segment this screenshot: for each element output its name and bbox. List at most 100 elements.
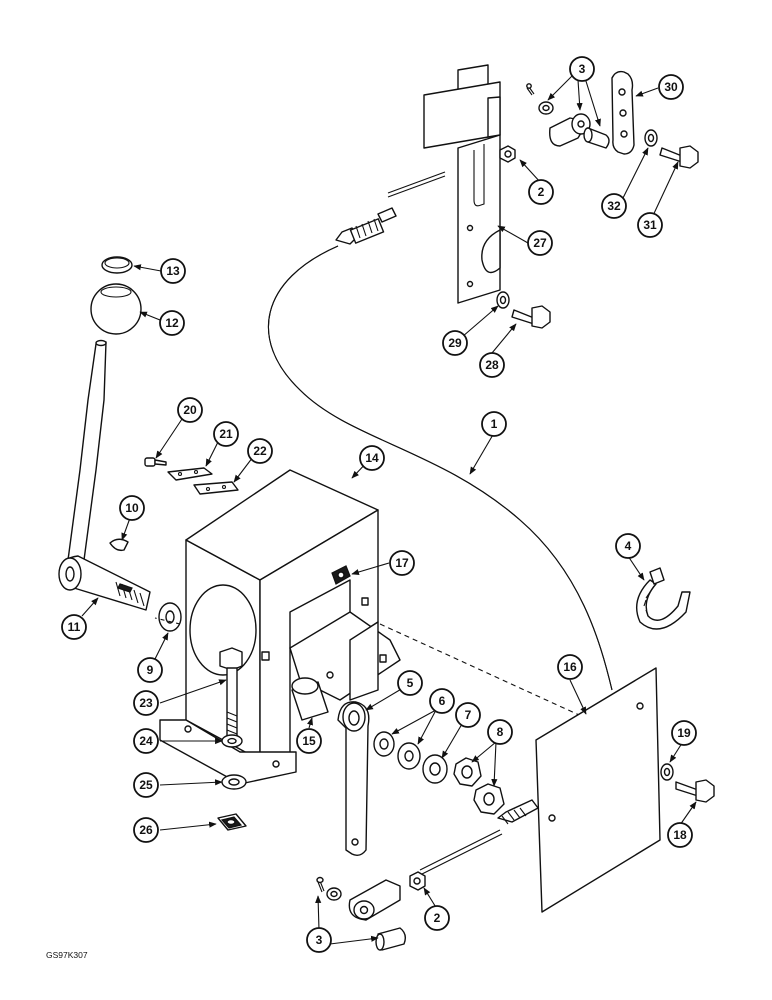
svg-text:10: 10 [125,501,139,515]
svg-text:23: 23 [139,696,153,710]
svg-text:3: 3 [316,933,323,947]
nut-bottom [409,871,426,891]
callout-25: 25 [133,772,159,798]
svg-text:20: 20 [183,403,197,417]
callout-1: 1 [481,411,507,437]
svg-text:5: 5 [407,676,414,690]
callout-11: 11 [61,614,87,640]
washer-6b [397,742,421,770]
svg-text:13: 13 [166,264,180,278]
callout-10: 10 [119,495,145,521]
nut-top [499,145,516,163]
woodruff-key [109,538,129,552]
callout-2-bottom: 2 [424,905,450,931]
callout-13: 13 [160,258,186,284]
callout-21: 21 [213,421,239,447]
callout-14: 14 [359,445,385,471]
screw-20 [144,457,167,467]
callout-16: 16 [557,654,583,680]
alignment-lines [154,617,591,721]
svg-text:12: 12 [165,316,179,330]
gear-lever [58,339,151,611]
nut-8a [453,757,482,787]
bolt-28 [511,305,551,329]
svg-text:29: 29 [448,336,462,350]
callout-23: 23 [133,690,159,716]
svg-text:1: 1 [491,417,498,431]
lever-arm [337,701,370,857]
clevis-assembly-top [526,83,610,149]
callout-2: 2 [528,179,554,205]
nut-8b [473,783,505,815]
svg-text:27: 27 [533,236,547,250]
callout-27: 27 [527,230,553,256]
callout-12: 12 [159,310,185,336]
callout-7: 7 [455,702,481,728]
svg-text:14: 14 [365,451,379,465]
cage-nut-26 [217,813,247,831]
svg-text:19: 19 [677,726,691,740]
callout-8: 8 [487,719,513,745]
svg-text:32: 32 [607,199,621,213]
callout-9: 9 [137,657,163,683]
clip-21 [167,467,213,481]
callout-30: 30 [658,74,684,100]
callout-3-bottom: 3 [306,927,332,953]
washer-6a [373,731,395,757]
callout-31: 31 [637,212,663,238]
lever-housing [159,469,401,785]
svg-text:11: 11 [68,620,81,634]
washer-29 [496,291,510,309]
washer-25 [221,774,247,790]
callout-32: 32 [601,193,627,219]
washer-9 [158,602,182,632]
bushing [291,677,329,721]
cover-plate [535,667,661,913]
svg-text:17: 17 [395,556,409,570]
callout-4: 4 [615,533,641,559]
control-cable [267,171,613,875]
washer-32 [644,129,658,147]
callout-5: 5 [397,670,423,696]
callout-29: 29 [442,330,468,356]
callout-20: 20 [177,397,203,423]
svg-text:26: 26 [139,823,153,837]
callout-19: 19 [671,720,697,746]
callout-3: 3 [569,56,595,82]
clip-22 [193,481,239,495]
link-plate [611,70,635,155]
svg-text:2: 2 [538,185,545,199]
svg-text:8: 8 [497,725,504,739]
washer-24 [221,734,243,748]
svg-text:18: 18 [673,828,687,842]
svg-text:4: 4 [625,539,632,553]
svg-text:16: 16 [563,660,577,674]
drawing-code: GS97K307 [46,950,88,960]
washer-7 [422,754,448,784]
cable-tie [636,567,691,630]
svg-text:9: 9 [147,663,154,677]
svg-text:22: 22 [253,444,267,458]
svg-text:7: 7 [465,708,472,722]
svg-text:21: 21 [219,427,233,441]
callout-15: 15 [296,728,322,754]
callout-6: 6 [429,688,455,714]
clevis-assembly-bottom [316,876,407,951]
callout-24: 24 [133,728,159,754]
svg-text:30: 30 [664,80,678,94]
bolt-31 [659,145,699,169]
knob-ball [90,283,142,335]
callout-18: 18 [667,822,693,848]
svg-text:15: 15 [302,734,316,748]
svg-text:25: 25 [139,778,153,792]
callout-26: 26 [133,817,159,843]
callout-17: 17 [389,550,415,576]
svg-text:2: 2 [434,911,441,925]
knob-cap [101,256,133,274]
svg-text:24: 24 [139,734,153,748]
callout-22: 22 [247,438,273,464]
callout-28: 28 [479,352,505,378]
svg-text:31: 31 [643,218,657,232]
svg-text:3: 3 [579,62,586,76]
